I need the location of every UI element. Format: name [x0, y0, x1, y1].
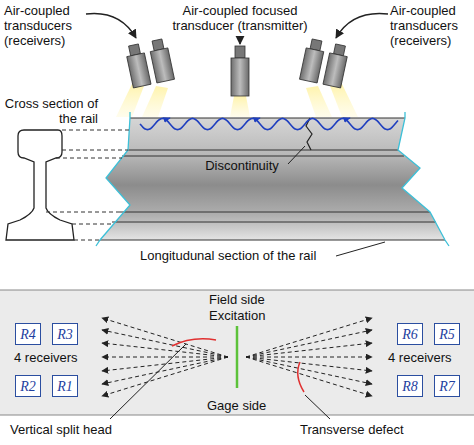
receiver-box: R4: [15, 323, 41, 345]
transmitter-transducer: [231, 46, 249, 96]
projection-line: [46, 130, 130, 240]
wave-path-arrow: [102, 357, 228, 396]
receiver-transducer: [300, 38, 350, 88]
receiver-group-label: 4 receivers: [386, 350, 454, 365]
receiver-id: R3: [57, 327, 73, 342]
part-label: Cross section of the rail: [2, 96, 98, 126]
receiver-box: R8: [397, 375, 423, 397]
wave-path-arrow: [102, 357, 228, 358]
receiver-id: R6: [402, 327, 418, 342]
wave-arrow: [344, 118, 350, 120]
leader-line: [288, 146, 305, 164]
rail-edge: [0, 415, 474, 416]
wave-path-arrow: [102, 318, 228, 357]
receiver-transducer: [125, 38, 175, 88]
leader-line: [336, 242, 385, 256]
break-line: [96, 112, 449, 246]
defect-label: Transverse defect: [300, 422, 460, 437]
transducer-label: Air-coupled transducers (receivers): [390, 3, 472, 48]
wave-path-arrow: [102, 357, 228, 384]
rail-cross-section: [6, 130, 74, 240]
vertical-split-head: [172, 339, 216, 346]
receiver-box: R7: [434, 375, 460, 397]
side-label: Gage side: [205, 398, 268, 413]
side-label: Field side: [207, 292, 267, 307]
receiver-group-label: 4 receivers: [12, 350, 80, 365]
wave-path-arrows: [102, 318, 372, 396]
wave-path-arrow: [246, 330, 372, 357]
defect-label: Discontinuity: [196, 158, 288, 173]
wave-path-arrow: [246, 357, 372, 384]
wave-path-arrow: [102, 330, 228, 357]
defect-label: Vertical split head: [10, 422, 170, 437]
wave-path-arrow: [246, 343, 372, 357]
receiver-id: R5: [439, 327, 455, 342]
wave-path-arrow: [246, 357, 372, 358]
rail-longitudinal-section: [100, 118, 445, 240]
receiver-box: R1: [52, 375, 78, 397]
receiver-id: R7: [439, 379, 455, 394]
rail-top-view: [0, 290, 474, 415]
receiver-box: R6: [397, 323, 423, 345]
wave-path-arrow: [246, 357, 372, 371]
receiver-id: R2: [20, 379, 36, 394]
transducer-label: Air-coupled focused transducer (transmit…: [158, 3, 322, 33]
receiver-id: R8: [402, 379, 418, 394]
wave-path-arrow: [102, 357, 228, 371]
part-label: Longitudunal section of the rail: [140, 248, 340, 263]
excitation-line: [236, 326, 239, 388]
receiver-box: R3: [52, 323, 78, 345]
wave-arrow: [254, 118, 260, 120]
surface-wave: [140, 118, 398, 129]
receiver-box: R2: [15, 375, 41, 397]
transducer-label: Air-coupled transducers (receivers): [4, 3, 88, 48]
leader-line: [110, 344, 186, 419]
wave-path-arrow: [246, 318, 372, 357]
receiver-id: R4: [20, 327, 36, 342]
excitation-label: Excitation: [207, 308, 267, 323]
wave-arrow: [164, 118, 170, 120]
wave-path-arrow: [102, 343, 228, 357]
transverse-defect: [298, 362, 304, 392]
rail-edge: [0, 290, 474, 291]
rail-section-lines: [100, 118, 445, 240]
wave-path-arrow: [246, 357, 372, 396]
leader-line: [305, 395, 330, 419]
receiver-id: R1: [57, 379, 73, 394]
receiver-box: R5: [434, 323, 460, 345]
